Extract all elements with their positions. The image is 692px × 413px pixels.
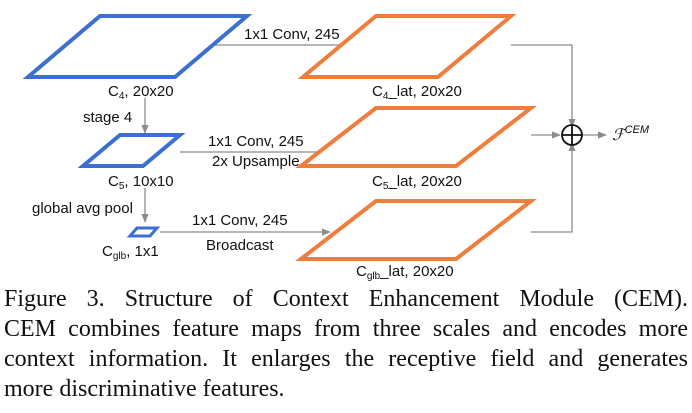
cem-diagram: C4, 20x20 C5, 10x10 Cglb, 1x1 C4_lat, 20… bbox=[22, 14, 650, 282]
output-label: ℱCEM bbox=[612, 124, 650, 144]
caption-line: CEM combines feature maps from three sca… bbox=[4, 316, 688, 342]
lateral-maps bbox=[295, 14, 537, 261]
caption-line: Figure 3. Structure of Context Enhanceme… bbox=[4, 286, 688, 312]
c4-feature-map bbox=[22, 14, 253, 79]
connectors bbox=[141, 41, 607, 236]
arrow-cglblat-to-sum bbox=[531, 142, 576, 233]
edge-label-upsample: 2x Upsample bbox=[212, 153, 300, 170]
cglb-feature-map bbox=[126, 226, 161, 238]
cglb-lat-label: Cglb_lat, 20x20 bbox=[356, 263, 454, 282]
c4-lat-feature-map bbox=[297, 14, 517, 79]
c5-lat-label: C5_lat, 20x20 bbox=[372, 173, 462, 192]
c5-feature-map bbox=[77, 133, 186, 168]
c5-label: C5, 10x10 bbox=[108, 173, 174, 192]
edge-label-conv-mid: 1x1 Conv, 245 bbox=[208, 133, 304, 150]
circled-plus-icon bbox=[561, 124, 583, 146]
edge-label-conv-top: 1x1 Conv, 245 bbox=[244, 26, 340, 43]
edge-label-broadcast: Broadcast bbox=[206, 237, 274, 254]
edge-label-conv-bottom: 1x1 Conv, 245 bbox=[192, 212, 288, 229]
cglb-lat-feature-map bbox=[295, 199, 537, 261]
caption-line: context information. It enlarges the rec… bbox=[4, 346, 688, 372]
edge-label-global-pool: global avg pool bbox=[32, 200, 133, 217]
backbone-maps bbox=[22, 14, 253, 238]
c5-lat-feature-map bbox=[295, 106, 537, 168]
cglb-label: Cglb, 1x1 bbox=[102, 243, 159, 262]
arrow-c4lat-to-sum bbox=[511, 44, 576, 128]
c4-label: C4, 20x20 bbox=[108, 83, 174, 102]
figure-caption: Figure 3. Structure of Context Enhanceme… bbox=[4, 284, 688, 404]
caption-line: more discriminative features. bbox=[4, 376, 285, 402]
c4-lat-label: C4_lat, 20x20 bbox=[372, 83, 462, 102]
edge-label-stage4: stage 4 bbox=[83, 109, 132, 126]
